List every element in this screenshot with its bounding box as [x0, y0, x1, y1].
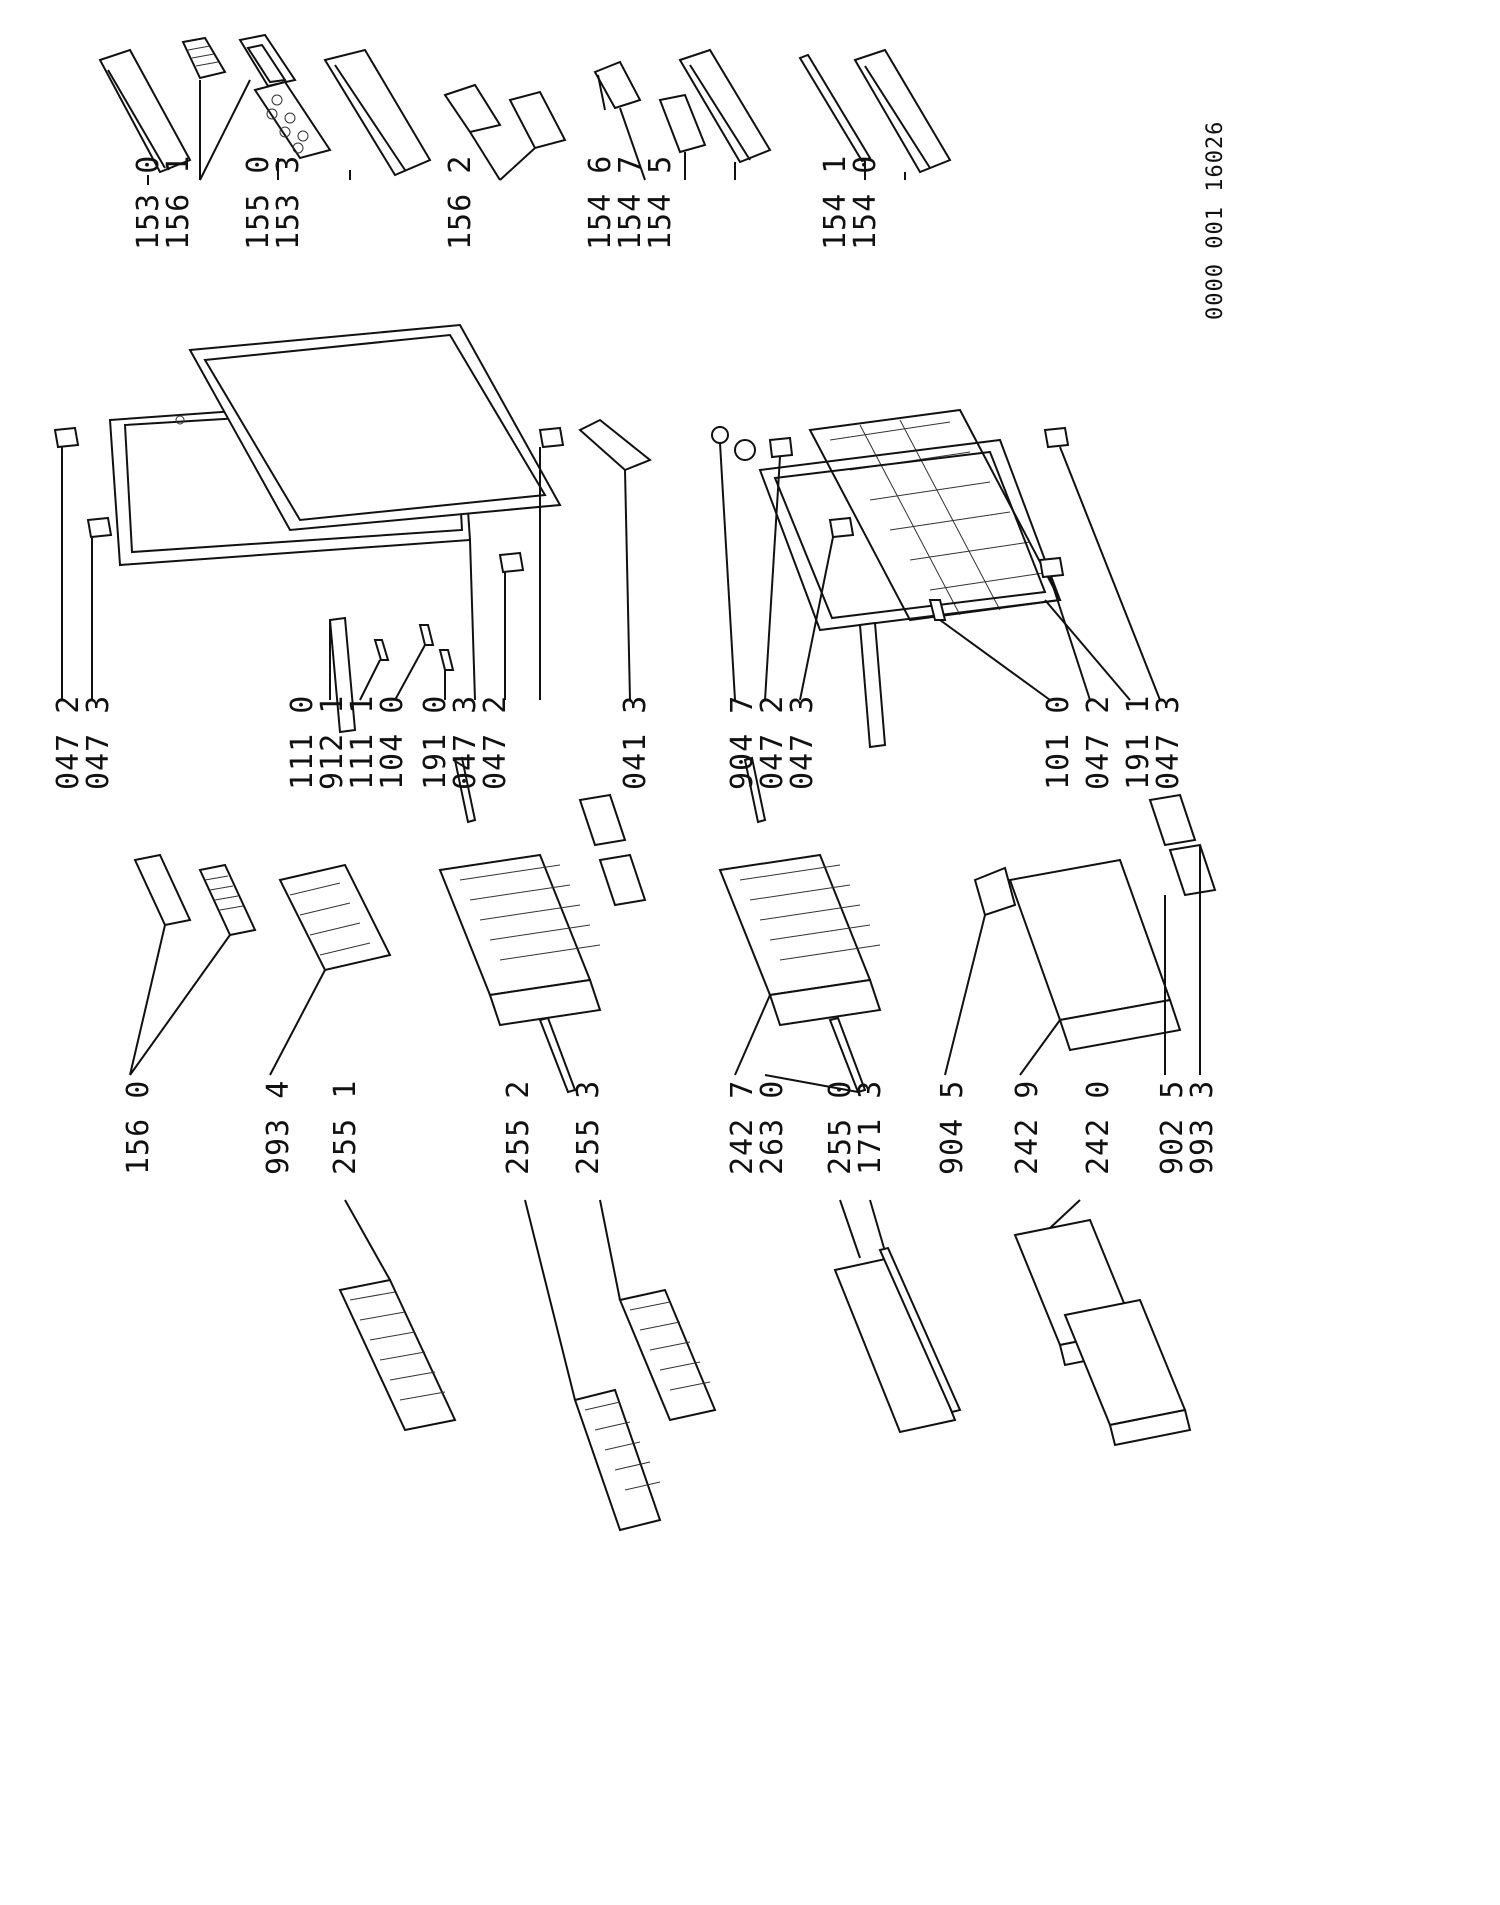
- label-242-7: 242 7: [725, 1080, 760, 1175]
- part-255-0-glass-shelf: [833, 1256, 957, 1434]
- label-154-5: 154 5: [643, 155, 678, 250]
- part-drawer-accessories-upper: [578, 793, 647, 907]
- part-255-3-wire-shelf: [618, 1288, 717, 1422]
- part-154-5-large-shelf: [678, 48, 772, 164]
- label-154-1: 154 1: [818, 155, 853, 250]
- label-154-7: 154 7: [613, 155, 648, 250]
- label-191-0: 191 0: [418, 695, 453, 790]
- label-255-3: 255 3: [571, 1080, 606, 1175]
- label-155-0: 155 0: [241, 155, 276, 250]
- label-263-0: 263 0: [755, 1080, 790, 1175]
- label-993-3: 993 3: [1185, 1080, 1220, 1175]
- part-904-7-fasteners: [711, 426, 794, 461]
- part-freezer-handle: [858, 599, 947, 749]
- label-047-2a: 047 2: [51, 695, 86, 790]
- label-171-3: 171 3: [853, 1080, 888, 1175]
- label-041-3: 041 3: [618, 695, 653, 790]
- part-902-5-support: [1148, 793, 1217, 897]
- part-156-2-butter-dishes: [443, 83, 567, 150]
- label-904-7: 904 7: [725, 695, 760, 790]
- label-153-0: 153 0: [131, 155, 166, 250]
- label-047-2d: 047 2: [1081, 695, 1116, 790]
- label-904-5: 904 5: [935, 1080, 970, 1175]
- label-156-1: 156 1: [161, 155, 196, 250]
- label-047-3b: 047 3: [448, 695, 483, 790]
- label-047-3a: 047 3: [81, 695, 116, 790]
- label-191-1: 191 1: [1121, 695, 1156, 790]
- part-047-hinges-upper: [53, 426, 565, 574]
- document-code: 0000 001 16026: [1203, 121, 1228, 320]
- part-993-4-freezer-tray: [278, 863, 392, 972]
- part-111-0-handle-upper: [328, 616, 455, 734]
- label-156-0: 156 0: [121, 1080, 156, 1175]
- part-255-2-wire-shelf: [573, 1388, 662, 1532]
- part-153-3-bottle-shelf: [323, 48, 432, 177]
- label-111-1: 111 1: [345, 695, 380, 790]
- label-902-5: 902 5: [1155, 1080, 1190, 1175]
- label-255-1: 255 1: [328, 1080, 363, 1175]
- label-153-3: 153 3: [271, 155, 306, 250]
- part-171-3-shelf-trim: [878, 1246, 962, 1414]
- part-155-0-egg-tray: [253, 80, 332, 160]
- part-242-0-crisper: [1008, 858, 1182, 1052]
- label-912-1: 912 1: [315, 695, 350, 790]
- label-242-9: 242 9: [1010, 1080, 1045, 1175]
- label-047-2c: 047 2: [755, 695, 790, 790]
- part-255-1-wire-shelf: [338, 1278, 457, 1432]
- part-047-hinges-lower: [828, 426, 1070, 579]
- part-904-5-clip: [973, 866, 1017, 917]
- part-156-0-ice-trays: [133, 853, 257, 937]
- label-154-0: 154 0: [848, 155, 883, 250]
- label-104-0: 104 0: [375, 695, 410, 790]
- label-156-2: 156 2: [443, 155, 478, 250]
- label-047-2b: 047 2: [478, 695, 513, 790]
- part-242-7-drawer-upper: [438, 853, 602, 1027]
- label-047-3c: 047 3: [785, 695, 820, 790]
- part-153-0-door-shelf: [98, 48, 192, 174]
- part-154-6-clip: [593, 60, 642, 111]
- part-191-1-gasket-lower: [758, 438, 1062, 632]
- part-263-0-rails-middle: [743, 756, 867, 1094]
- part-101-0-freezer-door: [808, 408, 1062, 622]
- label-242-0: 242 0: [1081, 1080, 1116, 1175]
- label-255-2: 255 2: [501, 1080, 536, 1175]
- labels: 153 0 156 1 155 0 153 3 156 2 154 6 154 …: [51, 121, 1228, 1175]
- label-993-4: 993 4: [261, 1080, 296, 1175]
- part-242-9-drawer-middle: [718, 853, 882, 1027]
- part-242-0-vegetable-bins: [1013, 1218, 1192, 1447]
- label-255-0: 255 0: [823, 1080, 858, 1175]
- part-263-0-rails-upper: [453, 756, 577, 1094]
- label-101-0: 101 0: [1041, 695, 1076, 790]
- part-191-0-door-upper: [108, 323, 562, 567]
- part-154-0-bottom-shelf: [853, 48, 952, 174]
- label-047-3d: 047 3: [1151, 695, 1186, 790]
- part-154-1-rail: [798, 53, 872, 163]
- part-154-7-small-box: [658, 93, 707, 154]
- label-154-6: 154 6: [583, 155, 618, 250]
- part-041-3-bracket: [578, 418, 652, 472]
- label-111-0: 111 0: [285, 695, 320, 790]
- part-156-1-ice-trays: [181, 33, 297, 88]
